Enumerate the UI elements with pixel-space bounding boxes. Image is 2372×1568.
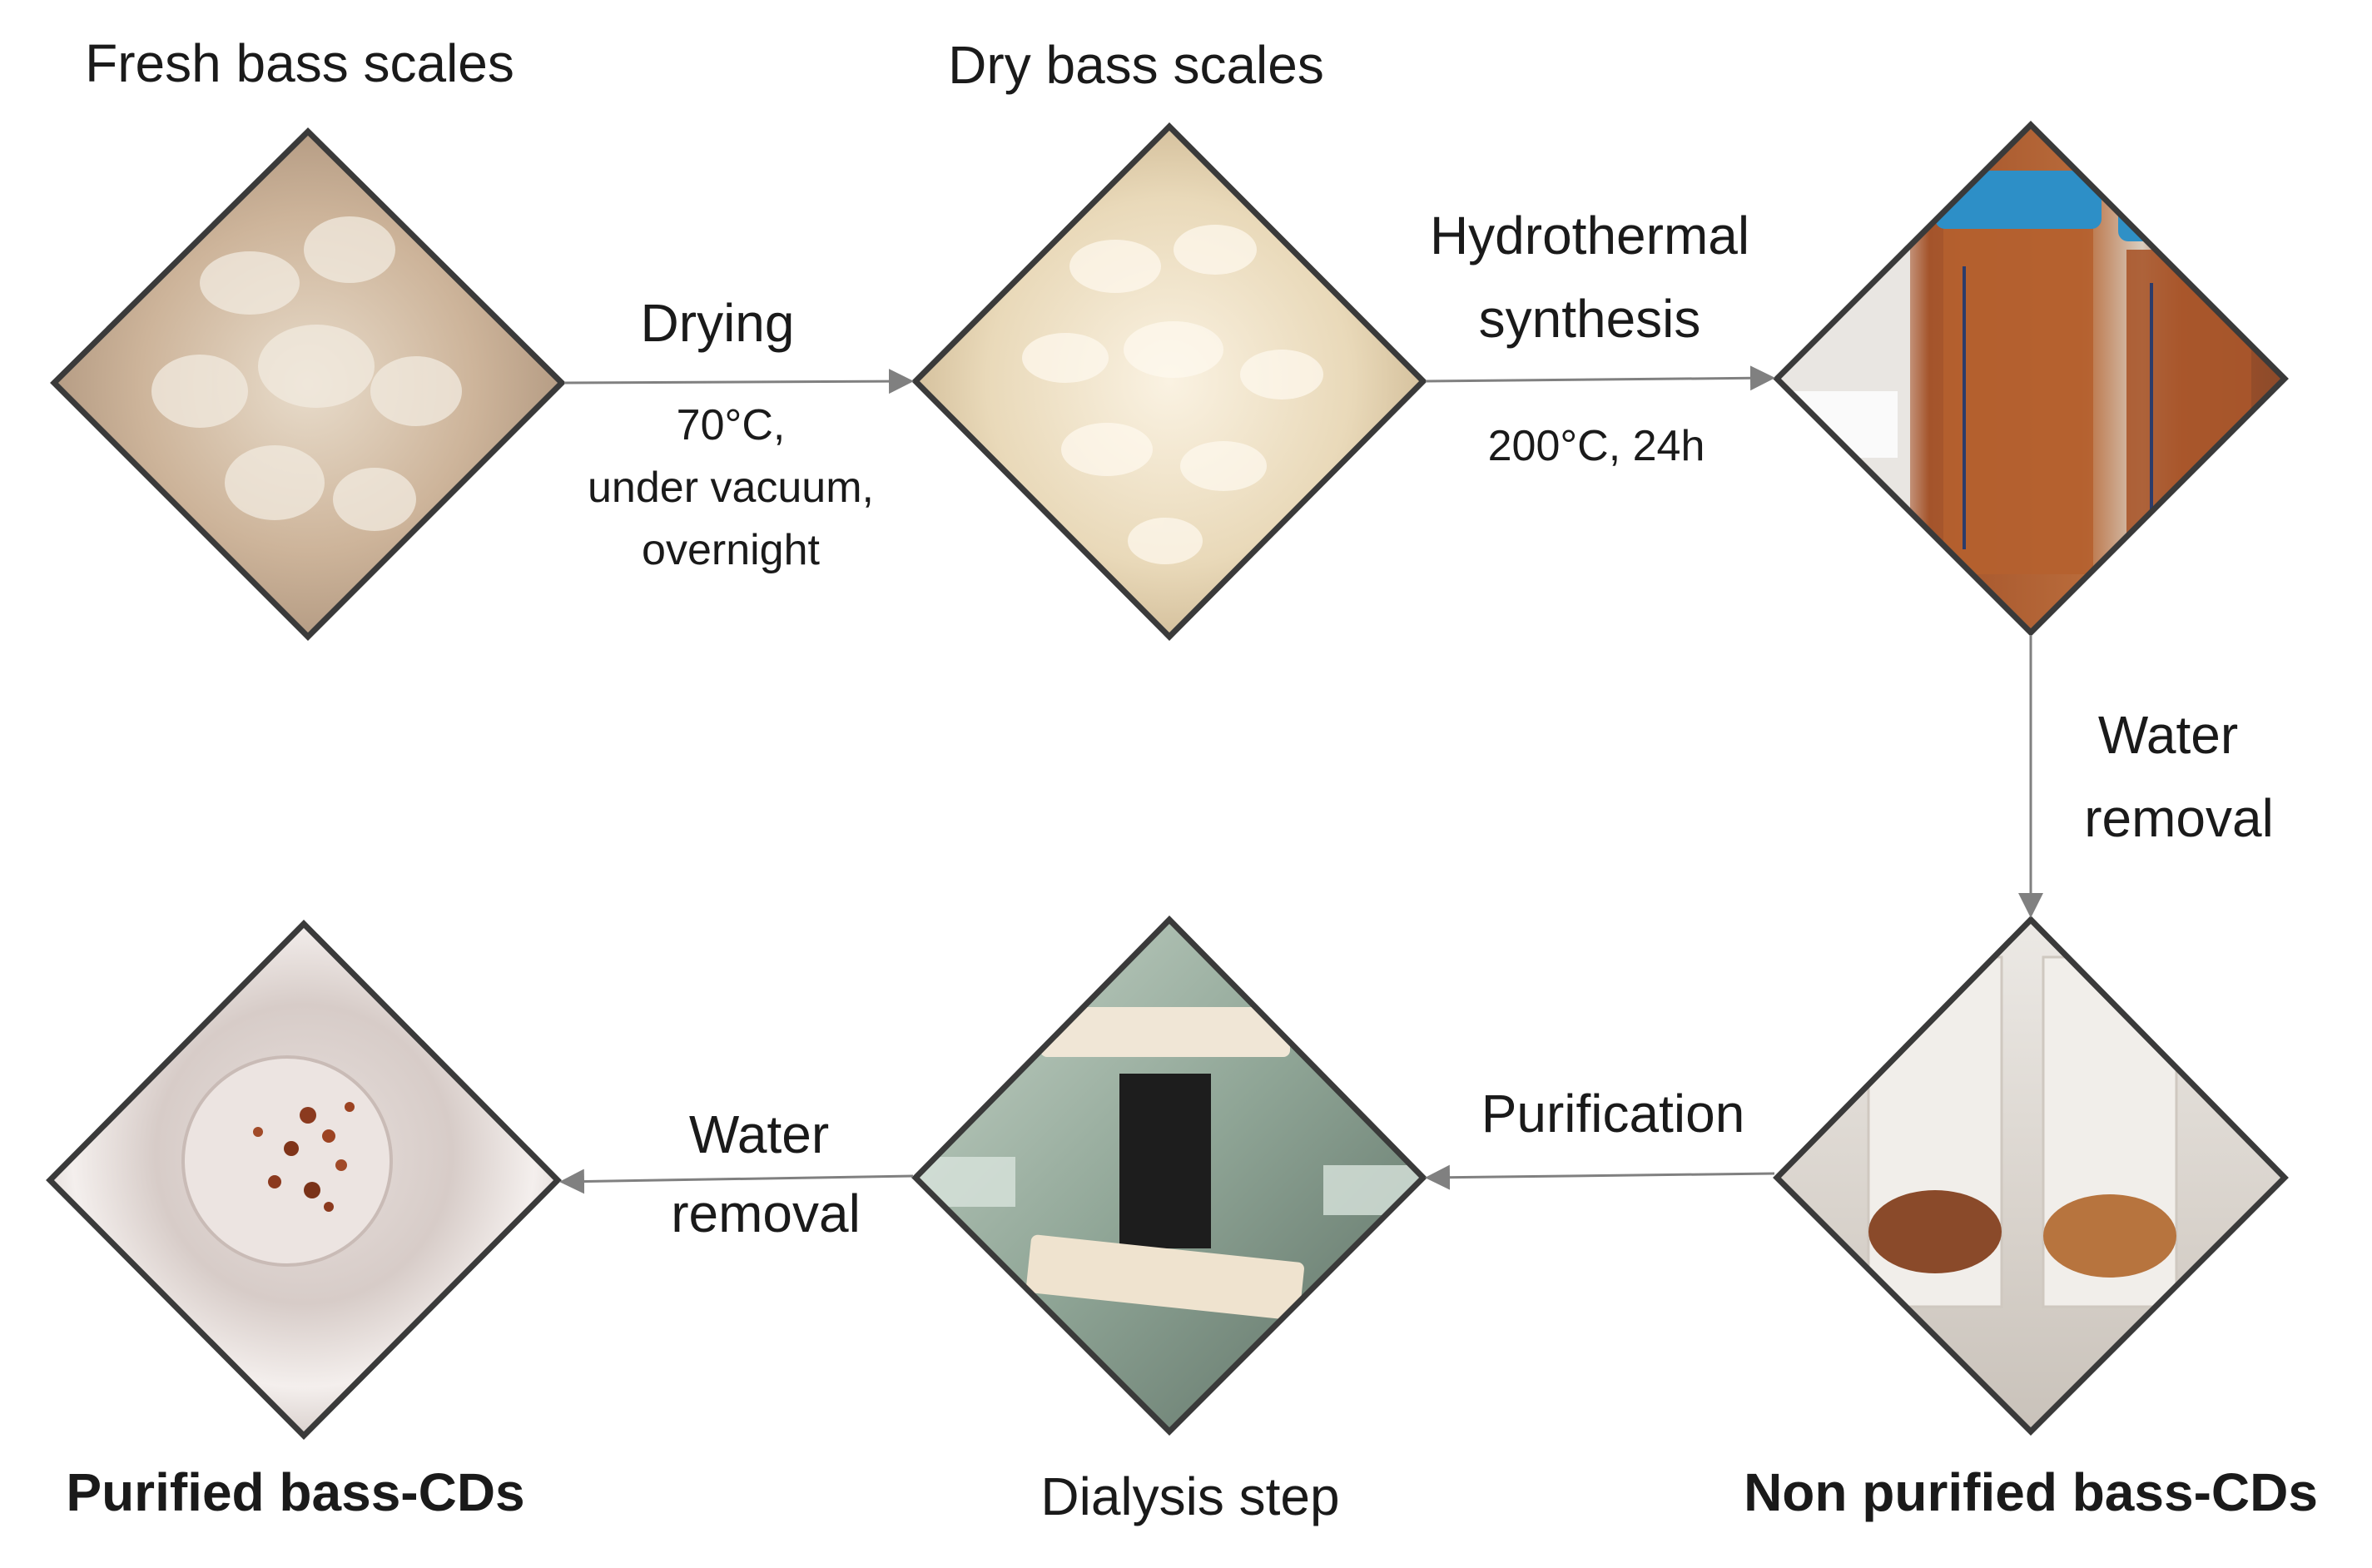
fresh-scales-photo [50, 127, 566, 641]
nonpurified-vials-photo [1773, 915, 2289, 1436]
step-drying-condition-3: overnight [642, 526, 820, 574]
hydrothermal-tubes-photo [1773, 121, 2289, 637]
arrow-nonpurified-to-dialysis [1425, 1164, 1775, 1190]
dry-scales-photo [911, 122, 1427, 641]
purified-cup-photo [46, 920, 562, 1440]
step-water-removal-1-line-1: Water [2097, 705, 2239, 765]
step-water-removal-2-line-1: Water [688, 1104, 830, 1164]
step-water-removal-2-line-2: removal [671, 1183, 861, 1243]
arrow-dialysis-to-purified [559, 1169, 914, 1194]
dialysis-photo [911, 915, 1427, 1436]
step-drying-label: Drying [640, 293, 795, 353]
step-hydrothermal-label-1: Hydrothermal [1429, 206, 1750, 265]
step-hydrothermal-condition: 200°C, 24h [1487, 422, 1705, 470]
step-drying-condition-2: under vacuum, [588, 464, 874, 512]
step-hydrothermal-label-2: synthesis [1478, 289, 1701, 349]
label-dialysis-step: Dialysis step [1040, 1466, 1340, 1526]
label-non-purified-bass-cds: Non purified bass-CDs [1744, 1462, 2318, 1522]
label-fresh-bass-scales: Fresh bass scales [85, 33, 514, 93]
label-purified-bass-cds: Purified bass-CDs [66, 1462, 525, 1522]
arrow-fresh-to-dry [563, 369, 914, 394]
step-drying-condition-1: 70°C, [676, 401, 786, 449]
arrow-dry-to-hydro [1425, 365, 1775, 391]
step-water-removal-1-line-2: removal [2084, 788, 2274, 848]
step-purification-label: Purification [1481, 1084, 1745, 1144]
label-dry-bass-scales: Dry bass scales [948, 35, 1324, 95]
